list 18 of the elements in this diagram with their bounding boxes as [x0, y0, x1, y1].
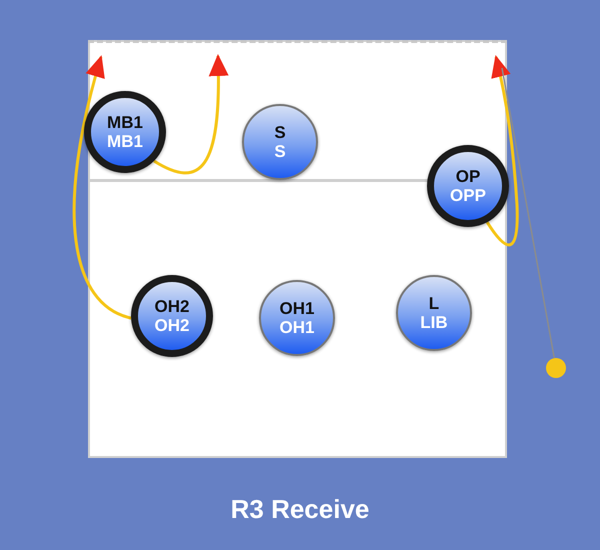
player-code: OH1	[280, 299, 314, 318]
ball-marker	[546, 358, 566, 378]
position-label: MB1	[107, 132, 143, 151]
position-label: OPP	[450, 186, 486, 205]
position-label: S	[274, 142, 286, 161]
position-label: LIB	[420, 313, 448, 332]
player-code: OH2	[154, 297, 190, 316]
serve-path-line	[501, 68, 556, 358]
movement-arrow	[153, 54, 228, 174]
position-label: OH1	[280, 318, 314, 337]
movement-arrow	[486, 55, 519, 246]
player-code: MB1	[107, 113, 143, 132]
player-code: L	[428, 294, 440, 313]
caption: R3 Receive	[230, 494, 370, 525]
player-code: S	[274, 123, 286, 142]
position-label: OH2	[154, 316, 190, 335]
player-code: OP	[456, 167, 480, 186]
movement-arrow	[72, 55, 132, 320]
